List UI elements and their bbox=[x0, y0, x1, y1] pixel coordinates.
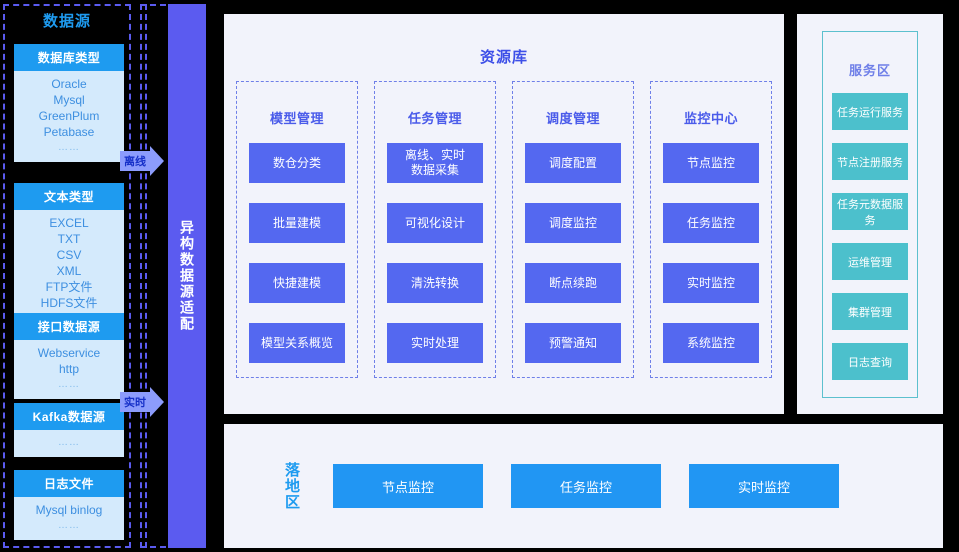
datasource-box-body: Mysql binlog …… bbox=[14, 497, 124, 540]
datasource-item: GreenPlum bbox=[38, 109, 100, 123]
resource-library-item[interactable]: 任务监控 bbox=[663, 203, 759, 243]
datasource-box-header: 接口数据源 bbox=[14, 313, 124, 340]
arrow-offline-label: 离线 bbox=[120, 151, 150, 171]
resource-library-item[interactable]: 实时监控 bbox=[663, 263, 759, 303]
datasource-item: Oracle bbox=[51, 77, 87, 91]
resource-library-item[interactable]: 系统监控 bbox=[663, 323, 759, 363]
arrow-realtime-label: 实时 bbox=[120, 392, 150, 412]
datasource-ellipsis: …… bbox=[58, 379, 80, 390]
landing-zone-item[interactable]: 节点监控 bbox=[333, 464, 483, 508]
datasource-item: TXT bbox=[57, 232, 81, 246]
datasource-item: Mysql binlog bbox=[35, 503, 103, 517]
datasource-item: XML bbox=[56, 264, 82, 278]
resource-library-item[interactable]: 调度监控 bbox=[525, 203, 621, 243]
datasource-frame bbox=[3, 4, 131, 548]
datasource-item: Petabase bbox=[43, 125, 95, 139]
resource-library-column: 监控中心节点监控任务监控实时监控系统监控 bbox=[650, 81, 772, 378]
resource-library-title: 资源库 bbox=[479, 49, 528, 66]
resource-library-item[interactable]: 实时处理 bbox=[387, 323, 483, 363]
adapter-frame-inner-line bbox=[145, 4, 147, 548]
resource-library-item[interactable]: 模型关系概览 bbox=[249, 323, 345, 363]
landing-zone-item[interactable]: 任务监控 bbox=[511, 464, 661, 508]
datasource-item: EXCEL bbox=[49, 216, 89, 230]
arrow-offline: 离线 bbox=[120, 146, 164, 176]
service-area-panel: 服务区 任务运行服务节点注册服务任务元数据服务运维管理集群管理日志查询 bbox=[797, 14, 943, 414]
resource-library-column-title: 调度管理 bbox=[545, 111, 600, 126]
service-area-item[interactable]: 日志查询 bbox=[832, 343, 908, 380]
resource-library-item[interactable]: 节点监控 bbox=[663, 143, 759, 183]
resource-library-item[interactable]: 批量建模 bbox=[249, 203, 345, 243]
datasource-ellipsis: …… bbox=[58, 437, 80, 448]
resource-library-item[interactable]: 调度配置 bbox=[525, 143, 621, 183]
landing-zone-items: 节点监控任务监控实时监控 bbox=[333, 464, 839, 508]
service-area-item[interactable]: 节点注册服务 bbox=[832, 143, 908, 180]
resource-library-columns: 模型管理数仓分类批量建模快捷建模模型关系概览任务管理离线、实时数据采集可视化设计… bbox=[224, 67, 784, 378]
datasource-item: http bbox=[58, 362, 79, 376]
datasource-box[interactable]: 文本类型 EXCEL TXT CSV XML FTP文件 HDFS文件 bbox=[14, 183, 124, 317]
datasource-box-header: 日志文件 bbox=[14, 470, 124, 497]
resource-library-column: 任务管理离线、实时数据采集可视化设计清洗转换实时处理 bbox=[374, 81, 496, 378]
arrow-realtime-head bbox=[150, 387, 164, 417]
resource-library-column-title: 模型管理 bbox=[269, 111, 324, 126]
resource-library-item[interactable]: 断点续跑 bbox=[525, 263, 621, 303]
datasource-ellipsis: …… bbox=[58, 142, 80, 153]
service-area-item[interactable]: 任务运行服务 bbox=[832, 93, 908, 130]
datasource-box-header: 数据库类型 bbox=[14, 44, 124, 71]
resource-library-column: 模型管理数仓分类批量建模快捷建模模型关系概览 bbox=[236, 81, 358, 378]
resource-library-item[interactable]: 预警通知 bbox=[525, 323, 621, 363]
datasource-item: CSV bbox=[56, 248, 82, 262]
service-area-title: 服务区 bbox=[848, 63, 891, 78]
landing-zone-panel: 落地区 节点监控任务监控实时监控 bbox=[224, 424, 943, 548]
datasource-box-header: Kafka数据源 bbox=[14, 403, 124, 430]
service-area-box: 服务区 任务运行服务节点注册服务任务元数据服务运维管理集群管理日志查询 bbox=[822, 31, 918, 398]
datasource-box[interactable]: 日志文件 Mysql binlog …… bbox=[14, 470, 124, 540]
datasource-box[interactable]: 接口数据源 Webservice http …… bbox=[14, 313, 124, 399]
resource-library-column-title: 任务管理 bbox=[407, 111, 462, 126]
datasource-item: Mysql bbox=[53, 93, 85, 107]
datasource-box[interactable]: Kafka数据源 …… bbox=[14, 403, 124, 457]
service-area-list: 任务运行服务节点注册服务任务元数据服务运维管理集群管理日志查询 bbox=[823, 79, 917, 380]
resource-library-item[interactable]: 可视化设计 bbox=[387, 203, 483, 243]
datasource-box-body: …… bbox=[14, 430, 124, 457]
arrow-realtime: 实时 bbox=[120, 387, 164, 417]
datasource-item: HDFS文件 bbox=[40, 296, 98, 310]
arrow-offline-head bbox=[150, 146, 164, 176]
datasource-box-body: EXCEL TXT CSV XML FTP文件 HDFS文件 bbox=[14, 210, 124, 317]
resource-library-item[interactable]: 清洗转换 bbox=[387, 263, 483, 303]
resource-library-item[interactable]: 数仓分类 bbox=[249, 143, 345, 183]
resource-library-item[interactable]: 快捷建模 bbox=[249, 263, 345, 303]
datasource-item: Webservice bbox=[37, 346, 101, 360]
resource-library-panel: 资源库 模型管理数仓分类批量建模快捷建模模型关系概览任务管理离线、实时数据采集可… bbox=[224, 14, 784, 414]
adapter-bar: 异构数据源适配 bbox=[168, 4, 206, 548]
resource-library-column-title: 监控中心 bbox=[683, 111, 738, 126]
service-area-item[interactable]: 任务元数据服务 bbox=[832, 193, 908, 230]
landing-zone-item[interactable]: 实时监控 bbox=[689, 464, 839, 508]
resource-library-item[interactable]: 离线、实时数据采集 bbox=[387, 143, 483, 183]
resource-library-column: 调度管理调度配置调度监控断点续跑预警通知 bbox=[512, 81, 634, 378]
datasource-item: FTP文件 bbox=[45, 280, 93, 294]
datasource-ellipsis: …… bbox=[58, 520, 80, 531]
datasource-box-header: 文本类型 bbox=[14, 183, 124, 210]
adapter-bar-label: 异构数据源适配 bbox=[179, 220, 195, 332]
service-area-item[interactable]: 运维管理 bbox=[832, 243, 908, 280]
datasource-box-body: Webservice http …… bbox=[14, 340, 124, 399]
landing-zone-title: 落地区 bbox=[283, 462, 300, 510]
datasource-title: 数据源 bbox=[42, 13, 91, 30]
service-area-item[interactable]: 集群管理 bbox=[832, 293, 908, 330]
